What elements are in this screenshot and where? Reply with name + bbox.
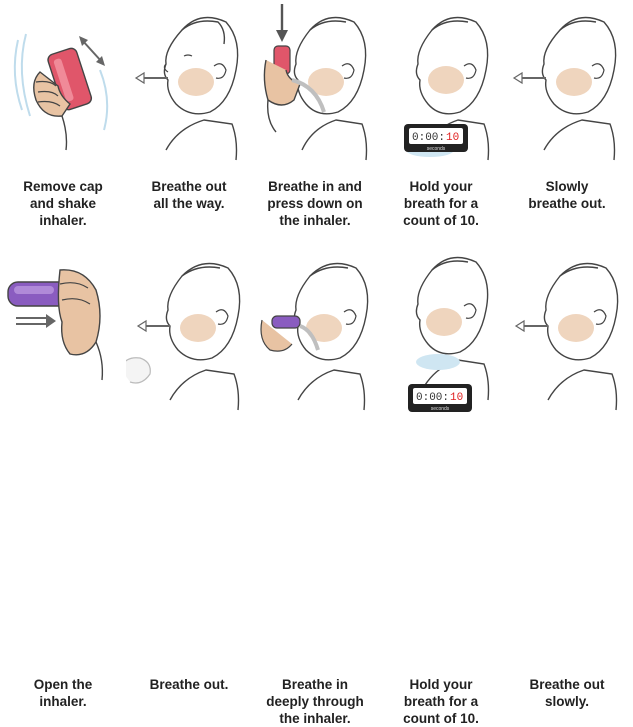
slow-exhale-illustration-2 (504, 250, 630, 416)
caption-open-inhaler: Open the inhaler. (0, 676, 126, 710)
timer-prefix: 0:00: (416, 392, 449, 404)
caption-breathe-in-deeply: Breathe in deeply through the inhaler. (252, 676, 378, 727)
caption-hold-breath-2: Hold your breath for a count of 10. (378, 676, 504, 727)
caption-breathe-out-slowly: Breathe out slowly. (504, 676, 630, 710)
slow-exhale-illustration (504, 0, 630, 166)
press-inhaler-illustration (252, 0, 378, 166)
timer-count: 10 (446, 132, 459, 144)
exhale-arrow-icon (514, 73, 522, 83)
exhale-arrow-icon (136, 73, 144, 83)
hold-breath-illustration: 0:00: 10 seconds (378, 0, 504, 166)
hold-breath-illustration-2: 0:00: 10 seconds (378, 250, 504, 416)
inhaler-instructions: Remove cap and shake inhaler. Breathe ou… (0, 0, 633, 483)
exhale-arrow-icon (138, 321, 146, 331)
caption-breathe-in-press: Breathe in and press down on the inhaler… (252, 178, 378, 229)
shake-inhaler-illustration (0, 0, 126, 166)
caption-hold-breath-1: Hold your breath for a count of 10. (378, 178, 504, 229)
press-down-arrow-icon (276, 30, 288, 42)
timer-count: 10 (450, 392, 463, 404)
caption-breathe-out-all: Breathe out all the way. (126, 178, 252, 212)
open-disk-inhaler-illustration (0, 250, 126, 416)
timer-unit: seconds (431, 406, 450, 412)
caption-slowly-breathe-out: Slowly breathe out. (504, 178, 630, 212)
inhale-disk-inhaler-illustration (252, 250, 378, 416)
breathe-out-illustration (126, 0, 252, 166)
exhale-arrow-icon (516, 321, 524, 331)
timer-prefix: 0:00: (412, 132, 445, 144)
slide-open-arrow-icon (46, 314, 56, 328)
caption-breathe-out: Breathe out. (126, 676, 252, 693)
caption-remove-cap: Remove cap and shake inhaler. (0, 178, 126, 229)
timer-unit: seconds (427, 146, 446, 152)
breathe-out-illustration-2 (126, 250, 252, 416)
